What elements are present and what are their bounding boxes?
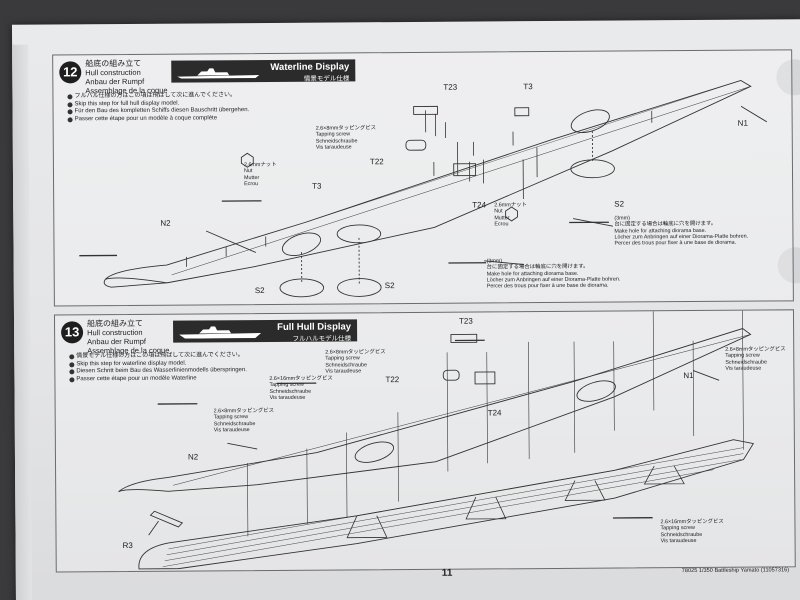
- screw-callout: 2.6×8mmタッピングビス Tapping screw Schneidschr…: [213, 407, 275, 434]
- hull-waterline-drawing: [79, 79, 768, 298]
- part-label: N2: [187, 452, 199, 462]
- screw-callout: 2.6×16mmタッピングビス Tapping screw Schneidsch…: [269, 375, 333, 401]
- part-label: T22: [385, 375, 400, 385]
- drill-hole-note: (3mm) 台に固定する場合は輪底に穴を開けます。 Make hole for …: [614, 215, 749, 247]
- part-label: S2: [254, 286, 265, 296]
- info-bullet-icon: [69, 369, 75, 375]
- part-label: N1: [683, 371, 694, 381]
- step-notes: フルハル仕様の方はこの項は飛ばして次に進んでください。 Skip this st…: [67, 92, 249, 123]
- part-label: S2: [384, 281, 395, 291]
- page-number: 11: [441, 567, 453, 579]
- display-banner: Waterline Display 情景モデル仕様: [171, 59, 356, 83]
- screw-callout: 2.6×16mmタッピングビス Tapping screw Schneidsch…: [660, 518, 724, 545]
- info-bullet-icon: [67, 117, 73, 123]
- hull-fullhull-drawing: [118, 310, 755, 570]
- screw-callout: 2.6×8mmタッピングビス Tapping screw Schneidschr…: [315, 125, 377, 151]
- nut-callout: 2.6mmナット Nut Mutter Ecrou: [494, 202, 527, 228]
- ship-silhouette-icon: [177, 68, 260, 79]
- part-label: N1: [737, 118, 748, 128]
- part-label: T3: [523, 82, 533, 92]
- part-label: T24: [472, 200, 487, 210]
- part-label: T24: [487, 408, 502, 418]
- info-bullet-icon: [67, 102, 73, 108]
- part-label: R3: [122, 540, 133, 551]
- part-label: T3: [312, 181, 322, 191]
- part-label: T23: [443, 82, 458, 92]
- step-12-panel: 12 船底の組み立て Hull construction Anbau der R…: [52, 49, 794, 307]
- part-label: S2: [614, 199, 625, 209]
- step-number: 13: [61, 321, 84, 344]
- info-bullet-icon: [69, 377, 75, 383]
- display-banner: Full Hull Display フルハルモデル仕様: [173, 319, 358, 343]
- nut-callout: 2.6mmナット Nut Mutter Ecrou: [243, 161, 277, 188]
- info-bullet-icon: [69, 354, 75, 360]
- step-number: 12: [59, 61, 82, 84]
- screw-callout: 2.6×8mmタッピングビス Tapping screw Schneidschr…: [325, 349, 386, 375]
- part-label: N2: [160, 218, 171, 228]
- step-notes: 情景モデル仕様の方はこの項は飛ばして次に進んでください。 Skip this s…: [69, 352, 247, 383]
- drill-hole-note: (3mm) 台に固定する場合は輪底に穴を開けます。 Make hole for …: [486, 258, 621, 290]
- info-bullet-icon: [69, 362, 75, 368]
- page-footer: 78025 1/350 Battleship Yamato (11057316): [681, 567, 790, 575]
- binding-edge: [12, 44, 33, 600]
- part-label: T22: [369, 157, 384, 167]
- info-bullet-icon: [67, 94, 73, 100]
- ship-silhouette-icon: [179, 326, 262, 339]
- step-title: 船底の組み立て Hull construction Anbau der Rump…: [87, 318, 170, 356]
- step-13-panel: 13 船底の組み立て Hull construction Anbau der R…: [53, 309, 796, 573]
- part-label: T23: [458, 316, 473, 326]
- step-title: 船底の組み立て Hull construction Anbau der Rump…: [85, 58, 168, 96]
- info-bullet-icon: [67, 109, 73, 115]
- instruction-page: 12 船底の組み立て Hull construction Anbau der R…: [11, 19, 800, 600]
- screw-callout: 2.6×8mmタッピングビス Tapping screw Schneidschr…: [725, 346, 786, 372]
